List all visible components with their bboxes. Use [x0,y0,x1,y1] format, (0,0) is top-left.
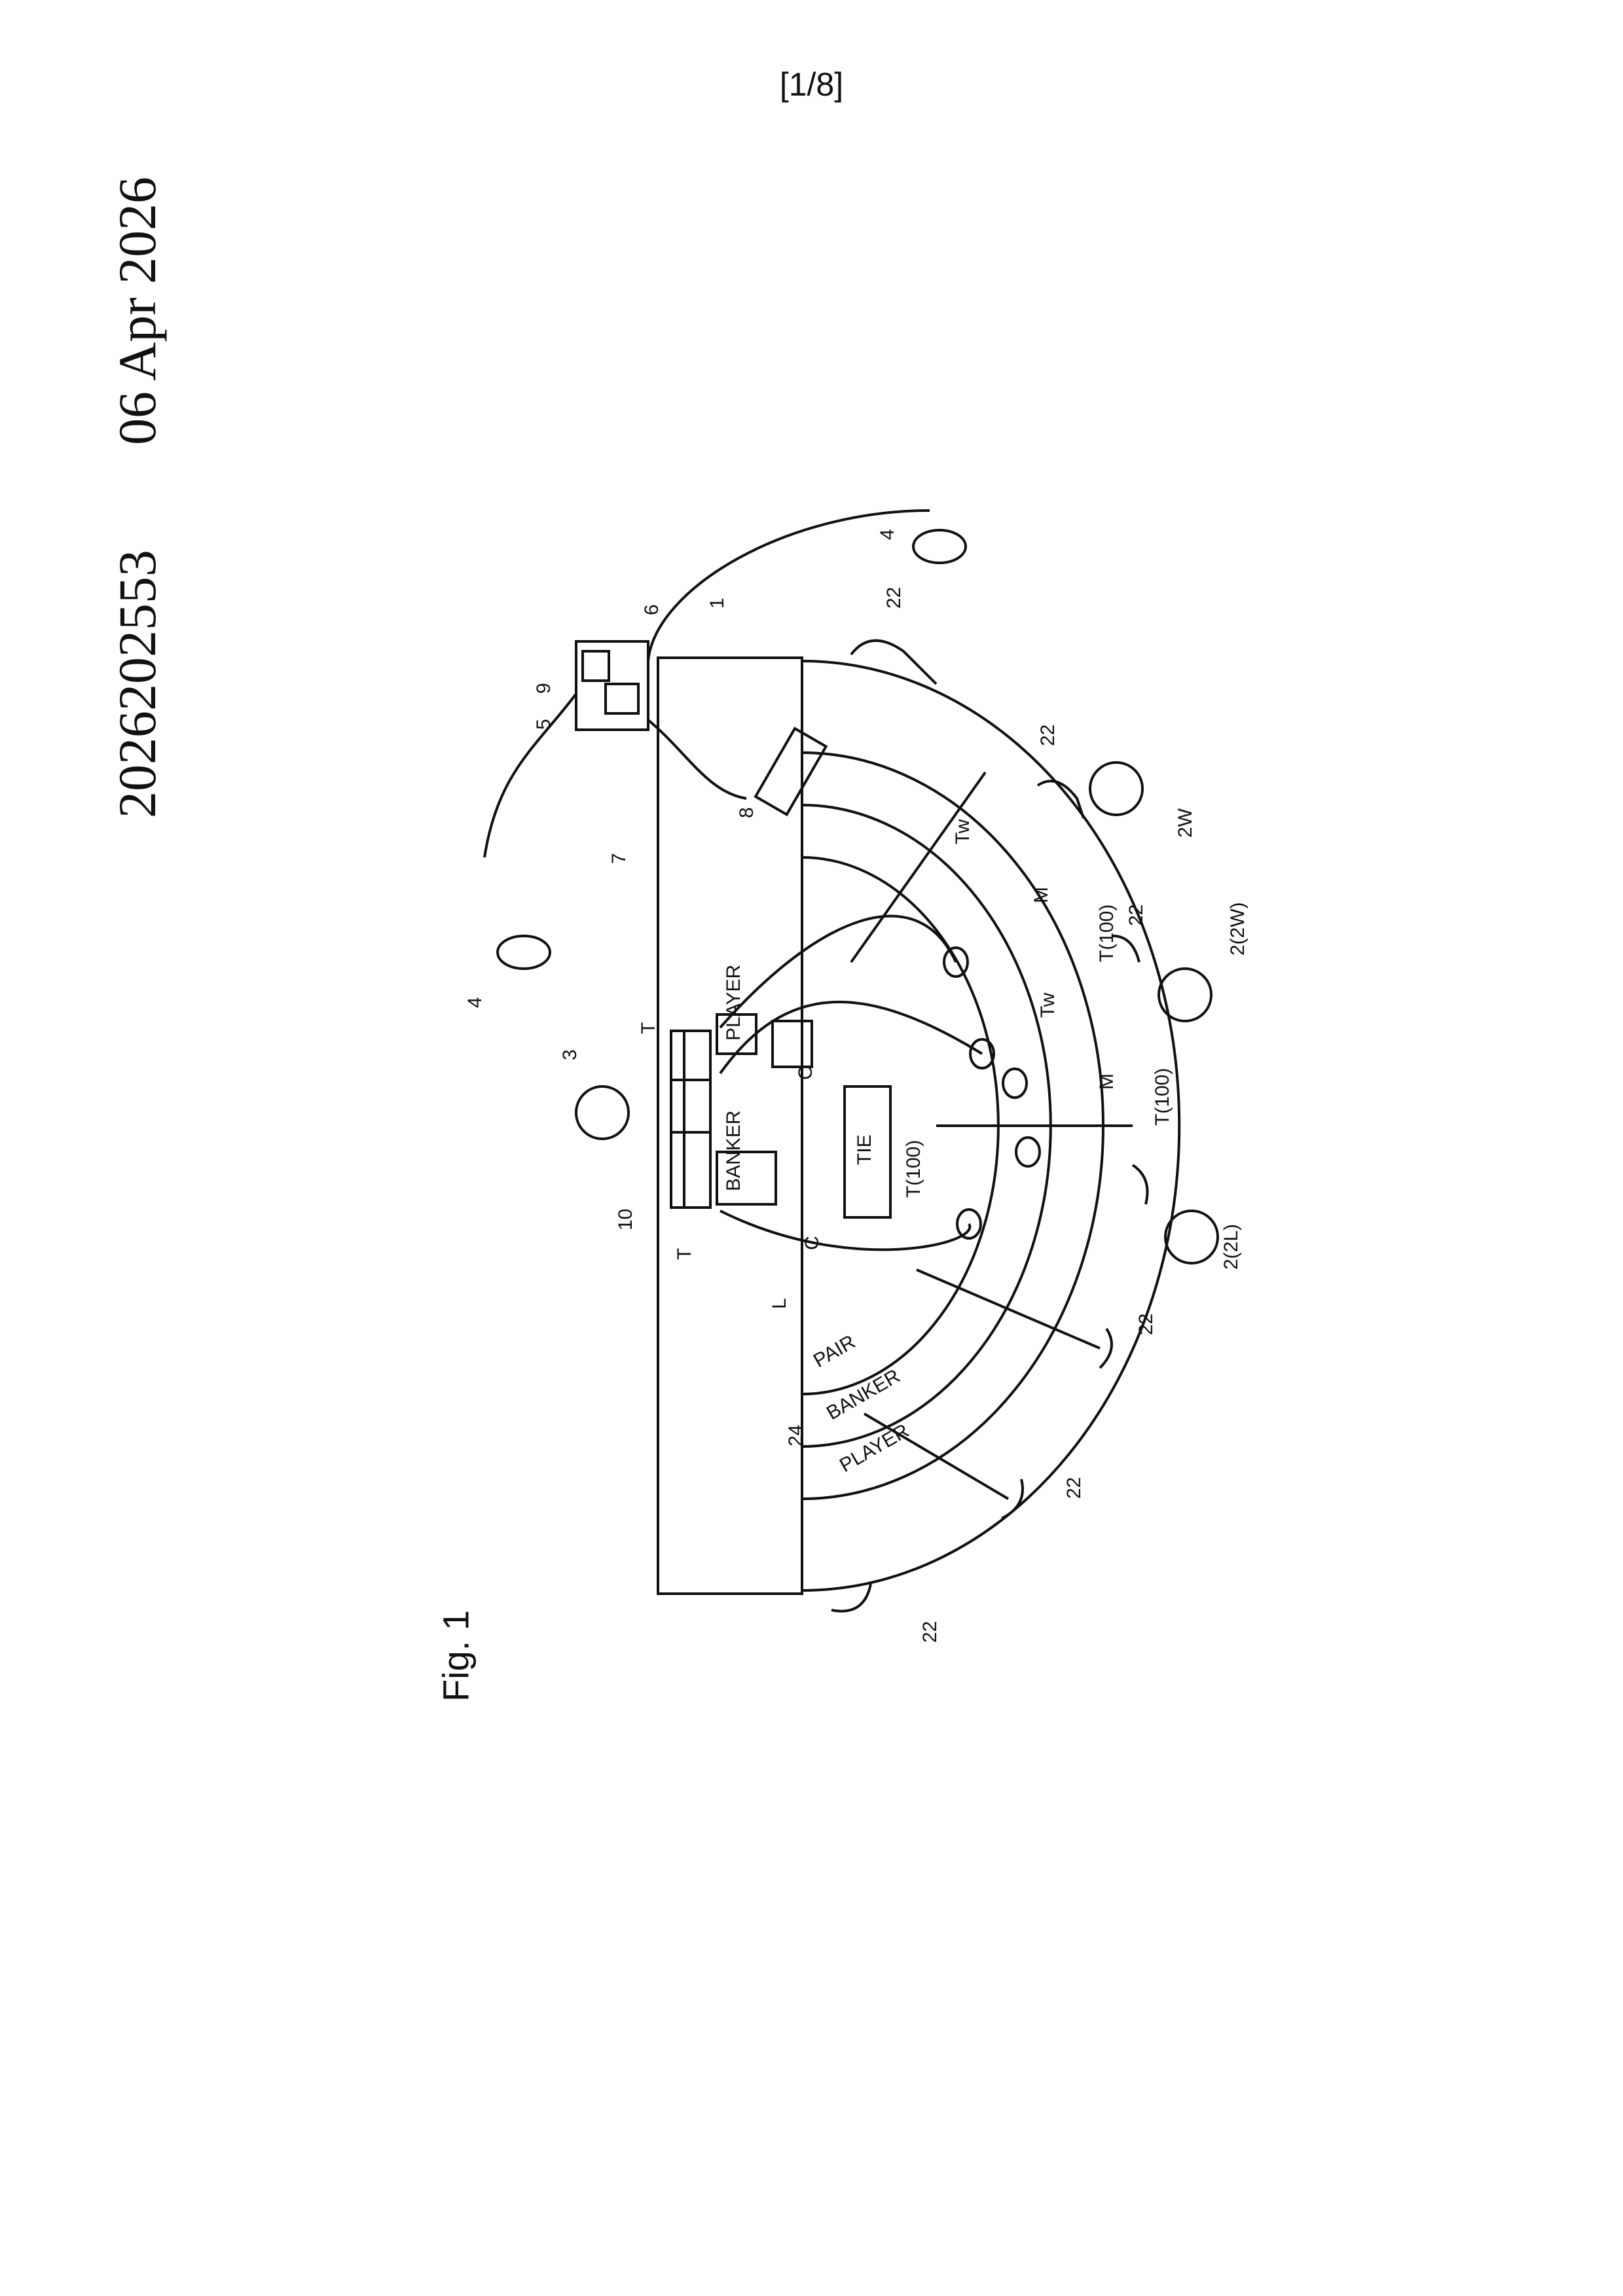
label-pair: PAIR [810,1331,859,1372]
ref-22c: 22 [1125,905,1147,926]
ref-22f: 22 [919,1621,941,1643]
ref-Tw-2: Tw [1037,992,1059,1018]
chip [1003,1069,1027,1098]
ref-22d: 22 [1135,1314,1157,1335]
player-2-2l [1165,1211,1218,1263]
ref-2W: 2W [1175,808,1196,838]
camera-right [913,530,966,563]
ref-T100-2: T(100) [1096,905,1118,962]
seat [1133,1165,1148,1204]
ref-22e: 22 [1063,1477,1085,1499]
ref-T2: T [674,1248,695,1260]
cable-shoe [648,720,746,798]
ref-T100: T(100) [903,1140,924,1198]
ref-22b: 22 [1037,725,1059,746]
loop-path-2 [720,1002,982,1073]
label-tie: TIE [854,1134,875,1165]
ref-4-right: 4 [877,529,898,540]
ref-5: 5 [533,719,555,730]
ref-22: 22 [883,587,905,609]
ref-T: T [638,1022,659,1034]
ref-M: M [1030,887,1052,903]
ref-4-left: 4 [464,997,486,1008]
ref-8: 8 [736,807,757,818]
label-player: PLAYER [723,965,744,1041]
ref-M-2: M [1096,1073,1118,1090]
player-2w [1090,762,1142,815]
ref-7: 7 [608,853,630,864]
card-player-2 [773,1021,812,1067]
ref-10: 10 [615,1209,636,1230]
ref-L: L [769,1298,790,1309]
ref-2-2W: 2(2W) [1227,902,1249,956]
chip-tray [671,1031,710,1208]
divider-4 [864,1414,1008,1499]
ref-2-2L: 2(2L) [1220,1224,1242,1270]
dealer [576,1086,629,1139]
ref-9: 9 [533,683,555,694]
seat [851,641,936,684]
cable-left [484,694,576,857]
ref-C2: C [795,1066,816,1080]
ref-24: 24 [785,1425,807,1446]
label-banker-area: BANKER [823,1365,903,1424]
ref-1: 1 [706,598,728,609]
camera-left [498,936,550,969]
label-banker: BANKER [723,1111,744,1191]
divider-1 [851,772,985,962]
card-shoe [756,728,826,814]
ref-T100-3: T(100) [1152,1068,1173,1126]
seat [1100,1329,1112,1368]
ref-Tw: Tw [952,819,974,844]
chip [1016,1138,1040,1166]
ref-C1: C [801,1236,823,1250]
ref-3: 3 [559,1049,581,1060]
loop-path-1 [720,916,956,1028]
label-player-area: PLAYER [836,1420,913,1477]
seat [1002,1479,1023,1518]
ref-6: 6 [641,604,663,615]
player-2-2w [1159,969,1211,1021]
